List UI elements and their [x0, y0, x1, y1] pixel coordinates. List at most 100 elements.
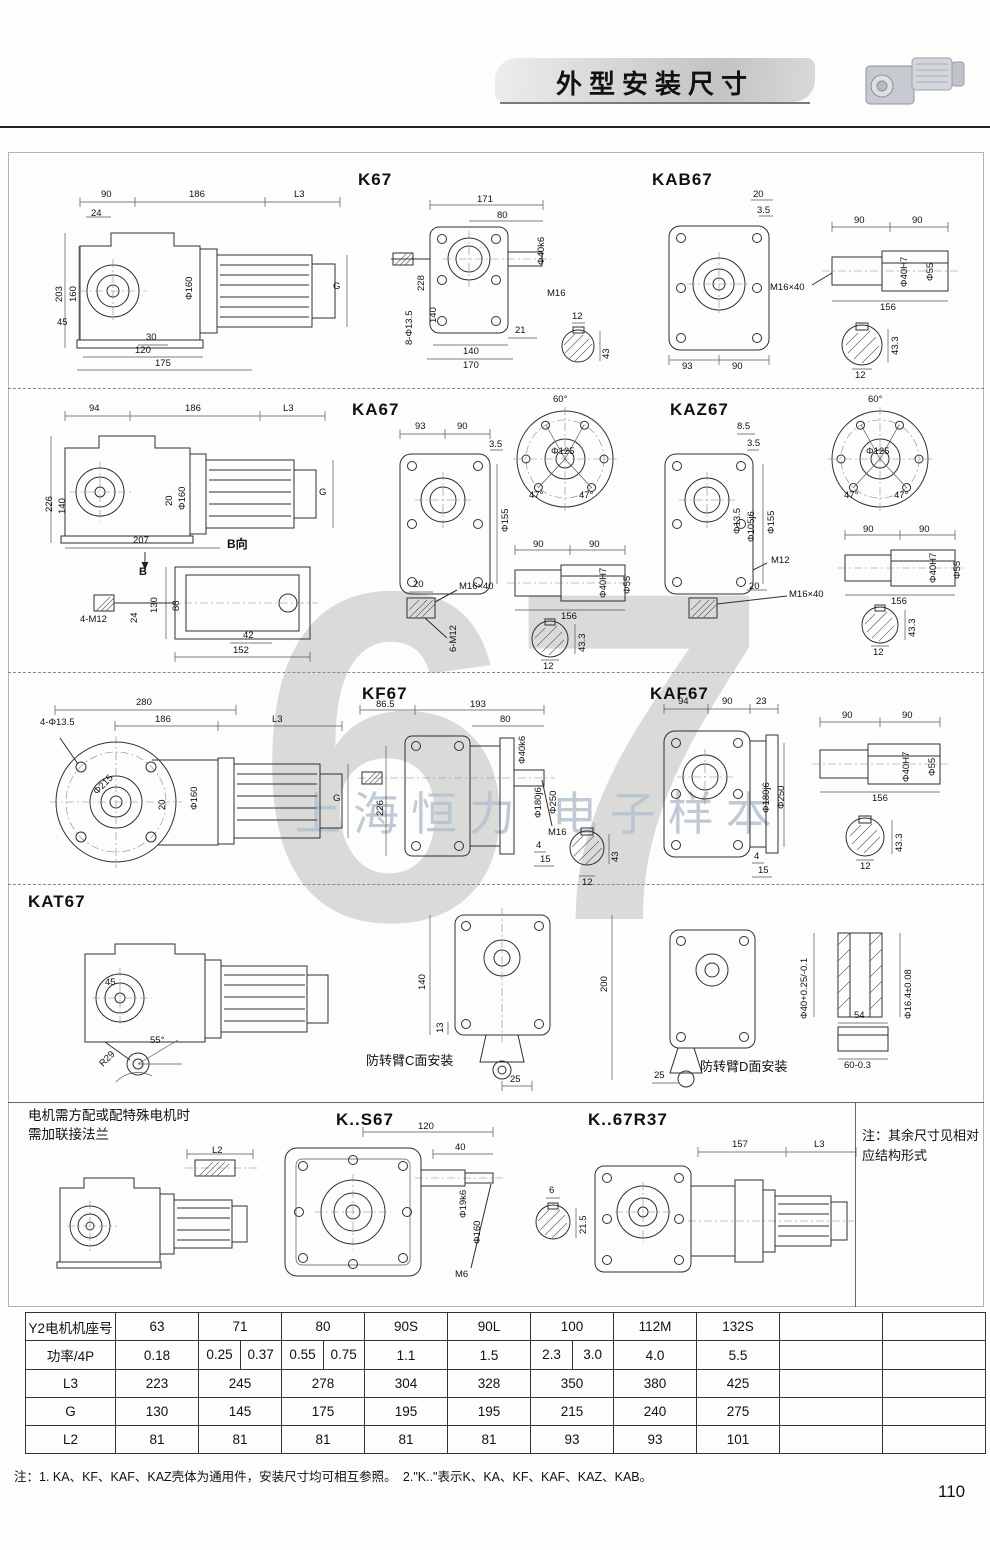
value-cell: [779, 1369, 883, 1398]
value-cell: 195: [364, 1397, 448, 1426]
dim-label: 120: [135, 345, 151, 356]
value-cell: [882, 1425, 986, 1454]
dim-label: Φ160: [472, 1220, 483, 1244]
dim-label: 8-Φ13.5: [404, 310, 415, 345]
dim-label: Φ40k6: [517, 735, 528, 764]
dim-label: G: [319, 487, 327, 498]
dim-label: 4-Φ13.5: [40, 717, 75, 728]
dim-label: 60°: [553, 394, 568, 405]
dim-label: Φ105j6: [746, 511, 757, 542]
dim-label: Φ55: [927, 757, 938, 776]
dim-label: 90: [919, 524, 930, 535]
value-cell: 145: [198, 1397, 282, 1426]
dim-label: 60°: [868, 394, 883, 405]
dim-label: Φ40H7: [901, 751, 912, 782]
row-separator-3: [8, 884, 984, 885]
dim-label: 25: [654, 1070, 665, 1081]
figure-title-k67r37: K..67R37: [588, 1110, 668, 1129]
ka67-side-art: [50, 411, 334, 570]
dim-label: 90: [732, 361, 743, 372]
dim-label: 90: [457, 421, 468, 432]
kf67-front-art: [358, 705, 610, 877]
dim-label: 4: [754, 851, 760, 862]
dim-label: 4: [536, 840, 542, 851]
dim-label: L3: [283, 403, 294, 414]
value-cell: 93: [530, 1425, 614, 1454]
kat67-rear-c-art: [429, 908, 613, 1091]
value-subcell: 0.25: [206, 1347, 233, 1362]
value-cell: [779, 1340, 883, 1370]
dim-label: 156: [880, 302, 896, 313]
header-band: [495, 58, 815, 102]
figure-title-kat67: KAT67: [28, 892, 86, 911]
dim-label: 130: [149, 597, 160, 613]
dim-label: 4-M12: [80, 614, 107, 625]
value-cell: 278: [281, 1369, 365, 1398]
dim-label: G: [333, 281, 341, 292]
dim-label: 175: [155, 358, 171, 369]
dim-label: 20: [749, 581, 760, 592]
dim-label: 45: [105, 977, 116, 988]
dim-label: 160: [68, 286, 79, 302]
dim-label: 12: [873, 647, 884, 658]
dim-label: L3: [272, 714, 283, 725]
dim-label: 23: [756, 696, 767, 707]
dim-label: Φ40H7: [928, 552, 939, 583]
content-frame: [8, 152, 984, 1307]
figure-title-kab67: KAB67: [652, 170, 713, 189]
dim-label: L3: [294, 189, 305, 200]
dim-label: 80: [497, 210, 508, 221]
dim-label: Φ250: [548, 790, 559, 814]
dim-label: Φ40+0.25/-0.1: [799, 957, 810, 1019]
k67r37-art: [594, 1147, 857, 1273]
dim-label: 20: [413, 579, 424, 590]
figure-title-kaz67: KAZ67: [670, 400, 729, 419]
figure-title-ks67: K..S67: [336, 1110, 394, 1129]
dim-label: 280: [136, 697, 152, 708]
row-label-cell: 功率/4P: [25, 1340, 116, 1370]
kaz67-front-art: [664, 433, 788, 619]
dim-label: 156: [561, 611, 577, 622]
value-subcell: 3.0: [571, 1341, 613, 1369]
value-cell: 81: [281, 1425, 365, 1454]
dim-label: 21: [515, 325, 526, 336]
dim-label: 6-M12: [448, 625, 459, 652]
dim-label: 157: [732, 1139, 748, 1150]
value-cell: 5.5: [696, 1340, 780, 1370]
dim-label: 20: [753, 189, 764, 200]
value-cell: 130: [115, 1397, 199, 1426]
dim-label: 12: [582, 877, 593, 888]
figure-title-k67: K67: [358, 170, 393, 189]
dim-label: 88: [171, 600, 182, 611]
value-cell: 71: [198, 1312, 282, 1341]
dim-label: Φ55: [622, 575, 633, 594]
dim-label: 25: [510, 1074, 521, 1085]
dim-label: Φ160: [184, 276, 195, 300]
gearbox-photo: [862, 46, 972, 112]
dim-label: 90: [854, 215, 865, 226]
row-label-cell: G: [25, 1397, 116, 1426]
dim-label: 93: [415, 421, 426, 432]
dim-label: 8.5: [737, 421, 751, 432]
dim-label: Φ160: [189, 786, 200, 810]
dim-label: Φ40k6: [536, 236, 547, 265]
row-label-cell: Y2电机机座号: [25, 1312, 116, 1341]
motor-note-line1: 电机需方配或配特殊电机时: [28, 1108, 190, 1123]
value-cell: 81: [447, 1425, 531, 1454]
value-cell: 328: [447, 1369, 531, 1398]
ka67-shaft-art: [507, 545, 635, 661]
value-cell: 223: [115, 1369, 199, 1398]
dim-label: 40: [455, 1142, 466, 1153]
value-cell: [882, 1397, 986, 1426]
